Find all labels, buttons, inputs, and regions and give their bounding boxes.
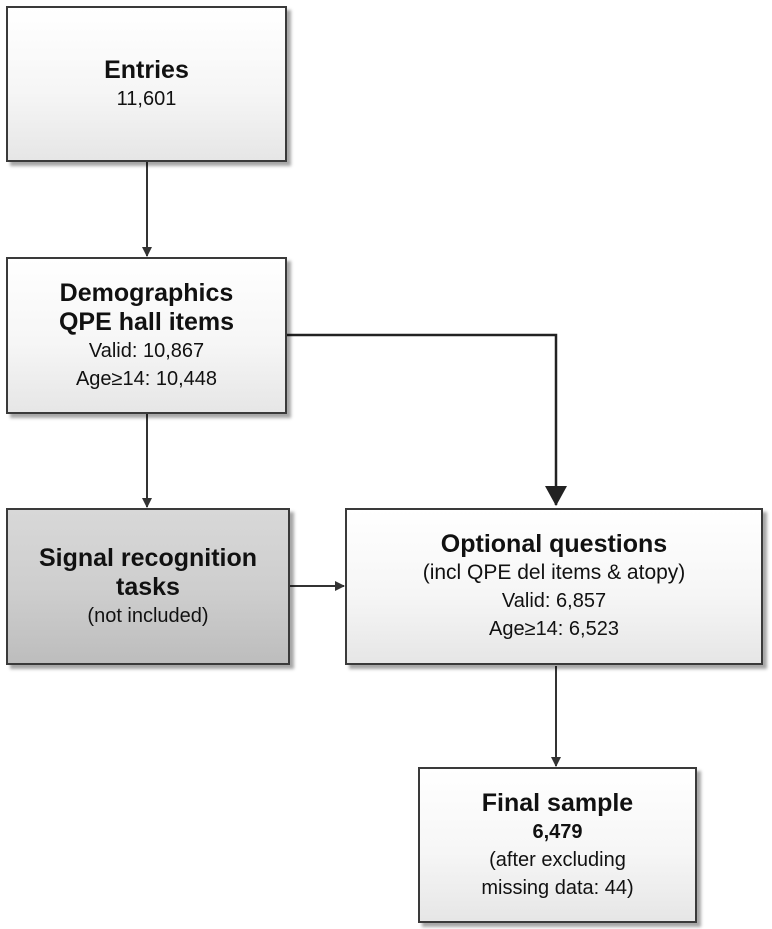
entries-count: 11,601 (116, 87, 177, 110)
demographics-box: Demographics QPE hall items Valid: 10,86… (6, 257, 287, 414)
optional-questions-box: Optional questions (incl QPE del items &… (345, 508, 763, 665)
demographics-valid: Valid: 10,867 (88, 339, 205, 362)
final-note-line2: missing data: 44) (481, 876, 634, 899)
demographics-title-line2: QPE hall items (58, 307, 235, 336)
signal-recognition-box: Signal recognition tasks (not included) (6, 508, 290, 665)
final-sample-box: Final sample 6,479 (after excluding miss… (418, 767, 697, 923)
demographics-age: Age≥14: 10,448 (75, 367, 218, 390)
optional-subtitle: (incl QPE del items & atopy) (422, 561, 686, 584)
optional-age: Age≥14: 6,523 (489, 618, 619, 640)
optional-valid: Valid: 6,857 (501, 590, 607, 612)
final-note-line1: (after excluding (489, 848, 626, 871)
demographics-title-line1: Demographics (59, 278, 234, 307)
final-title: Final sample (481, 788, 634, 817)
final-count: 6,479 (532, 820, 583, 843)
signal-title-line2: tasks (116, 572, 180, 601)
arrow-demographics-to-optional (286, 333, 567, 506)
signal-note: (not included) (87, 604, 209, 627)
optional-title: Optional questions (440, 530, 668, 558)
signal-title-line1: Signal recognition (38, 543, 258, 572)
entries-title: Entries (104, 55, 189, 84)
entries-box: Entries 11,601 (6, 6, 287, 162)
